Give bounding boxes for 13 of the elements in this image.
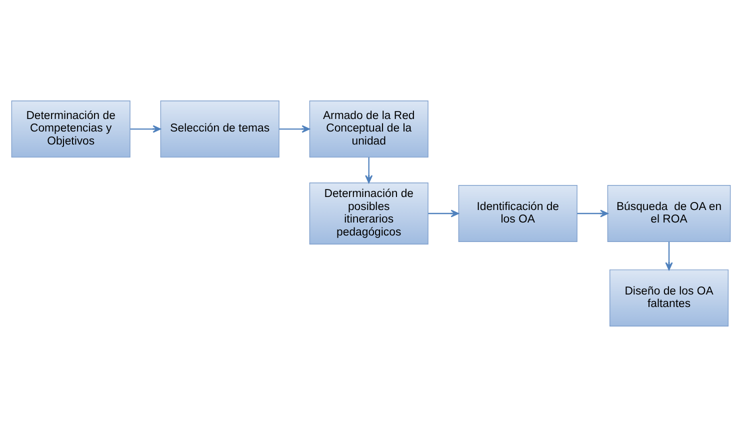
node-box: Identificación de los OA bbox=[458, 184, 578, 242]
node-box: Selección de temas bbox=[160, 100, 280, 158]
arrow bbox=[428, 210, 459, 218]
node-box: Determinación de Competencias y Objetivos bbox=[11, 100, 130, 158]
arrow bbox=[577, 210, 608, 218]
node-box: Búsqueda de OA en el ROA bbox=[607, 184, 731, 242]
node-box: Diseño de los OA faltantes bbox=[609, 269, 729, 326]
node-box: Armado de la Red Conceptual de la unidad bbox=[309, 100, 428, 158]
arrow bbox=[130, 125, 161, 133]
node-box: Determinación de posibles itinerarios pedagógicos bbox=[309, 182, 428, 245]
arrow bbox=[665, 242, 673, 270]
arrow bbox=[279, 125, 310, 133]
arrow bbox=[365, 157, 373, 184]
